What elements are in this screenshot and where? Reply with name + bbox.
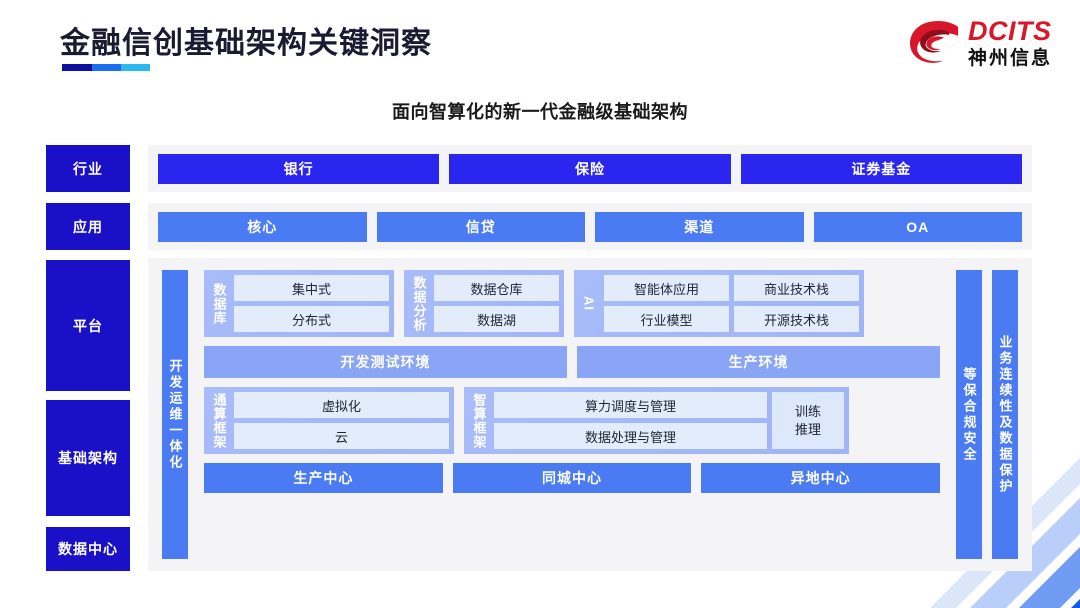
framework-group-1: 智算框架算力调度与管理数据处理与管理训练 推理	[464, 387, 849, 454]
industry-chip-2[interactable]: 证券基金	[740, 153, 1022, 184]
platform-right-bars: 等保合规安全业务连续性及数据保护	[956, 270, 1018, 559]
application-chip-1[interactable]: 信贷	[376, 211, 585, 242]
platform-group-title-2: AI	[581, 296, 597, 311]
framework-group-cards-1: 算力调度与管理数据处理与管理	[494, 392, 767, 449]
dcits-swoosh-icon	[909, 21, 959, 63]
vertical-bar-0: 等保合规安全	[956, 270, 982, 559]
frameworks-row: 通算框架虚拟化云智算框架算力调度与管理数据处理与管理训练 推理	[204, 387, 940, 454]
platform-group-1: 数据分析数据仓库数据湖	[404, 270, 564, 337]
vertical-bar-1: 业务连续性及数据保护	[992, 270, 1018, 559]
platform-card-2-1[interactable]: 商业技术栈	[734, 275, 859, 301]
platform-group-cards-0: 集中式分布式	[234, 275, 389, 332]
datacenter-chip-2[interactable]: 异地中心	[701, 463, 941, 493]
framework-card-0-0[interactable]: 虚拟化	[234, 392, 449, 418]
framework-card-1-1[interactable]: 数据处理与管理	[494, 423, 767, 449]
industry-chip-1[interactable]: 保险	[449, 153, 731, 184]
layer-label-infrastructure: 基础架构	[46, 400, 130, 516]
framework-card-0-1[interactable]: 云	[234, 423, 449, 449]
platform-group-title-1: 数据分析	[411, 275, 427, 332]
datacenter-row: 生产中心同城中心异地中心	[204, 463, 941, 493]
industry-chip-0[interactable]: 银行	[158, 153, 440, 184]
vertical-bar-devops: 开发运维一体化	[162, 270, 188, 559]
platform-card-1-1[interactable]: 数据湖	[434, 306, 559, 332]
platform-group-cards-1: 数据仓库数据湖	[434, 275, 559, 332]
application-chip-2[interactable]: 渠道	[595, 211, 804, 242]
application-chip-3[interactable]: OA	[813, 211, 1022, 242]
datacenter-chip-0[interactable]: 生产中心	[204, 463, 443, 493]
application-row-panel: 核心信贷渠道 OA	[148, 203, 1032, 250]
platform-group-2: AI 智能体应用商业技术栈行业模型开源技术栈	[574, 270, 864, 337]
framework-group-title-0: 通算框架	[211, 392, 227, 449]
platform-card-0-1[interactable]: 分布式	[234, 306, 389, 332]
title-underline-accent	[62, 64, 150, 71]
layer-label-application: 应用	[46, 203, 130, 250]
page-subtitle: 面向智算化的新一代金融级基础架构	[392, 102, 688, 122]
platform-group-0: 数据库集中式分布式	[204, 270, 394, 337]
layer-label-industry: 行业	[46, 145, 130, 192]
environment-chip-1[interactable]: 生产环境	[577, 346, 940, 378]
platform-card-2-0[interactable]: 智能体应用	[604, 275, 729, 301]
framework-group-cards-0: 虚拟化云	[234, 392, 449, 449]
framework-group-0: 通算框架虚拟化云	[204, 387, 454, 454]
application-chip-0[interactable]: 核心	[158, 211, 367, 242]
brand-logo: DCITS 神州信息	[908, 18, 1052, 68]
platform-group-title-0: 数据库	[211, 282, 227, 325]
page-title: 金融信创基础架构关键洞察	[60, 27, 432, 60]
platform-card-0-0[interactable]: 集中式	[234, 275, 389, 301]
logo-text-cn: 神州信息	[967, 48, 1052, 69]
layer-label-platform: 平台	[46, 260, 130, 391]
framework-group-title-1: 智算框架	[471, 392, 487, 449]
framework-card-1-0[interactable]: 算力调度与管理	[494, 392, 767, 418]
environment-row: 开发测试环境生产环境	[204, 346, 940, 378]
platform-card-1-0[interactable]: 数据仓库	[434, 275, 559, 301]
platform-card-2-3[interactable]: 开源技术栈	[734, 306, 859, 332]
environment-chip-0[interactable]: 开发测试环境	[204, 346, 567, 378]
logo-text-en: DCITS	[967, 16, 1052, 46]
platform-group-cards-2: 智能体应用商业技术栈行业模型开源技术栈	[604, 275, 859, 332]
platform-card-2-2[interactable]: 行业模型	[604, 306, 729, 332]
layer-label-datacenter: 数据中心	[46, 527, 130, 571]
industry-row-panel: 银行保险证券基金	[148, 145, 1032, 192]
datacenter-chip-1[interactable]: 同城中心	[452, 463, 692, 493]
framework-side-card-1[interactable]: 训练 推理	[772, 392, 844, 449]
